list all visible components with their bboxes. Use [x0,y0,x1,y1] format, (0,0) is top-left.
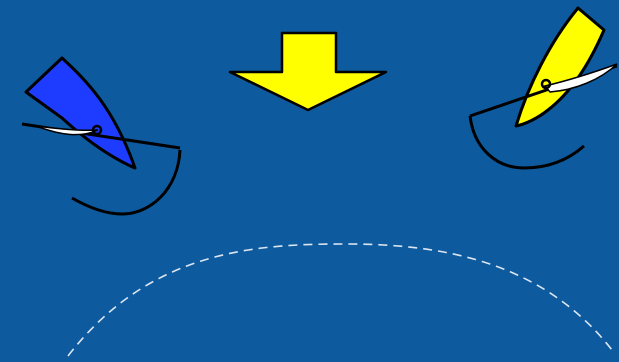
yellow-tiller-arc [468,115,585,170]
yellow-sail [514,6,606,128]
wind-arrow-icon [228,31,388,112]
blue-tiller-arc [71,149,182,216]
yellow-mast [540,78,552,90]
mark-circle [67,243,613,357]
yellow-hull [543,63,618,93]
blue-hull [35,125,99,136]
blue-mast [91,124,103,136]
blue-sailboat-icon [21,56,182,216]
yellow-sailboat-icon [468,6,618,170]
